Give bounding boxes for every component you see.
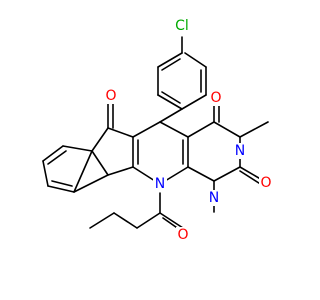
bond xyxy=(132,166,156,182)
atom-label-o: O xyxy=(105,88,116,104)
bond xyxy=(187,166,215,182)
bond xyxy=(113,212,138,229)
atom-label-cl: Cl xyxy=(175,18,189,34)
bond xyxy=(213,166,241,182)
bond xyxy=(187,121,215,138)
bond xyxy=(89,212,115,229)
bond xyxy=(136,212,161,229)
molecule-structure: Cl O O O O N N N xyxy=(42,17,273,243)
oxygen-atom-ketone: O xyxy=(104,88,118,104)
bond xyxy=(42,160,49,187)
bond xyxy=(213,121,241,138)
atom-label-o: O xyxy=(210,90,221,106)
bond xyxy=(91,150,109,176)
bond xyxy=(51,180,73,187)
bond xyxy=(42,145,64,162)
bond xyxy=(159,108,183,123)
bond xyxy=(161,91,181,104)
bond xyxy=(73,174,109,193)
atom-label-n: N xyxy=(155,176,165,192)
bond xyxy=(164,166,189,182)
nitrogen-atom-ring: N xyxy=(153,176,167,192)
bond-lines xyxy=(42,36,269,233)
bond xyxy=(157,52,183,68)
bond xyxy=(239,170,263,186)
bond xyxy=(184,52,207,68)
bond xyxy=(181,94,207,110)
atom-label-n: N xyxy=(235,143,245,159)
oxygen-atom-acyl: O xyxy=(176,227,190,243)
oxygen-atom-c2: O xyxy=(259,175,273,191)
bond xyxy=(91,127,109,152)
nitrogen-atom-n1: N xyxy=(207,190,221,206)
atom-label-o: O xyxy=(177,227,188,243)
bond xyxy=(73,150,93,193)
oxygen-atom-c4: O xyxy=(209,90,223,106)
bond xyxy=(62,145,93,152)
bond xyxy=(159,121,189,138)
bond xyxy=(159,212,184,229)
bond xyxy=(47,185,75,193)
bond xyxy=(107,127,134,138)
bond xyxy=(239,121,269,138)
bond xyxy=(107,166,134,176)
bond xyxy=(161,58,181,71)
bond xyxy=(157,94,183,110)
nitrogen-atom-n3: N xyxy=(233,143,247,159)
chlorine-atom: Cl xyxy=(173,17,191,34)
atom-label-o: O xyxy=(260,175,271,191)
bond xyxy=(47,150,67,165)
bond xyxy=(132,121,161,138)
atom-labels: Cl O O O O N N N xyxy=(104,17,273,243)
atom-label-n: N xyxy=(209,190,219,206)
